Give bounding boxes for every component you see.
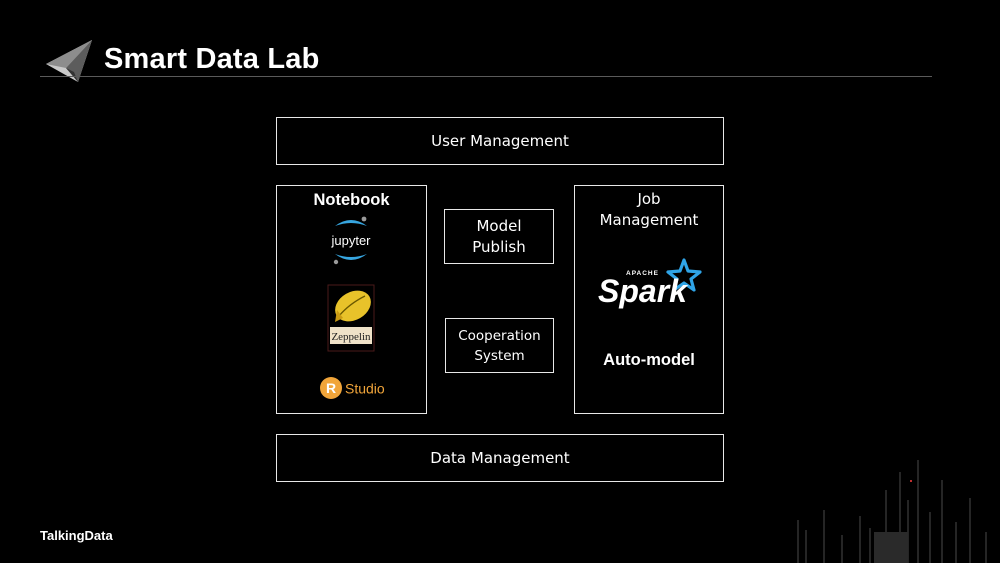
job-management-box: [574, 185, 724, 414]
rstudio-logo-text: Studio: [345, 381, 385, 397]
cooperation-system-line2: System: [474, 348, 525, 364]
cooperation-system-box: [445, 318, 554, 373]
decorative-skyline-graphic: [797, 460, 987, 563]
title-divider: [40, 76, 932, 77]
talkingdata-brand: TalkingData: [40, 528, 113, 543]
auto-model-label: Auto-model: [603, 351, 695, 369]
job-management-label: Job Management: [574, 189, 724, 231]
apache-spark-logo-icon: APACHE Spark: [598, 258, 702, 309]
data-management-box: Data Management: [276, 434, 724, 482]
job-management-line2: Management: [599, 211, 699, 229]
user-management-label: User Management: [431, 132, 569, 150]
model-publish-label: Model Publish: [444, 216, 554, 258]
notebook-box: [276, 185, 427, 414]
paper-plane-logo-icon: [46, 40, 92, 82]
page-title: Smart Data Lab: [104, 43, 320, 75]
model-publish-line1: Model: [476, 217, 522, 235]
spark-apache-text: APACHE: [626, 270, 659, 277]
model-publish-box: [444, 209, 554, 264]
jupyter-logo-icon: jupyter: [330, 216, 371, 265]
user-management-box: User Management: [276, 117, 724, 165]
cooperation-system-line1: Cooperation: [458, 328, 541, 344]
model-publish-line2: Publish: [472, 238, 526, 256]
spark-logo-text: Spark: [598, 273, 689, 309]
data-management-label: Data Management: [430, 449, 570, 467]
jupyter-logo-text: jupyter: [330, 233, 371, 248]
zeppelin-logo-text: Zeppelin: [331, 331, 371, 343]
job-management-line1: Job: [637, 190, 661, 208]
notebook-title: Notebook: [313, 191, 390, 209]
zeppelin-logo-icon: Zeppelin: [327, 284, 375, 352]
cooperation-system-label: Cooperation System: [445, 326, 554, 366]
rstudio-logo-icon: R Studio: [320, 377, 385, 399]
rstudio-r-text: R: [326, 380, 336, 396]
